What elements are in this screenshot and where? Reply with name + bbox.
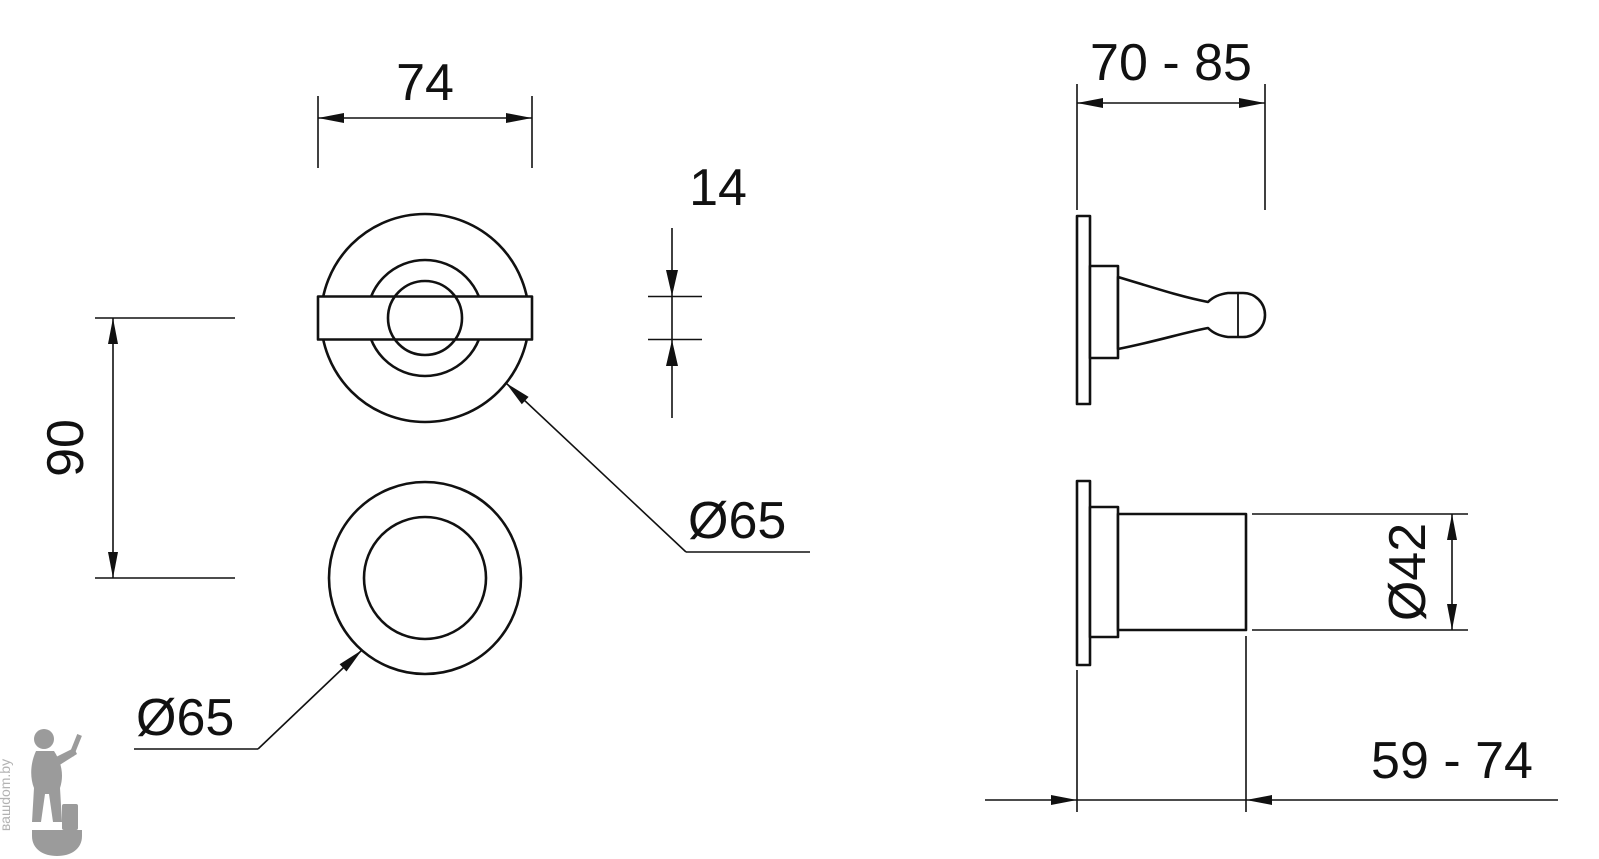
dimension-dia42: Ø42 [1252, 513, 1468, 631]
arrowhead-icon [339, 650, 362, 672]
dim-text-90: 90 [37, 419, 95, 477]
front-view-handle [316, 212, 534, 424]
plumber-logo-icon [31, 729, 82, 856]
front-view-knob [327, 480, 523, 676]
arrowhead-icon [666, 270, 678, 296]
dim-text-14: 14 [689, 159, 747, 217]
arrowhead-icon [318, 113, 344, 123]
arrowhead-icon [1051, 795, 1077, 805]
diameter-label-top: Ø65 [688, 492, 786, 550]
dim-text-74: 74 [396, 54, 454, 112]
dim-text-70-85: 70 - 85 [1090, 34, 1252, 92]
arrowhead-icon [108, 552, 118, 578]
side-view-lever [1075, 214, 1267, 406]
arrowhead-icon [506, 113, 532, 123]
arrowhead-icon [1246, 795, 1272, 805]
leader-dia65-top: Ø65 [505, 382, 810, 553]
knob-outer-circle [327, 480, 523, 676]
dimension-14: 14 [648, 159, 747, 418]
watermark-text: вашdom.by [0, 759, 13, 831]
diameter-label-42: Ø42 [1379, 523, 1437, 621]
escutcheon-base [1088, 264, 1120, 360]
dimension-59-74: 59 - 74 [985, 636, 1558, 812]
lever-profile [1116, 275, 1267, 351]
wall-plate [1075, 214, 1092, 406]
arrowhead-icon [506, 383, 529, 405]
handle-lever-bar [316, 295, 534, 341]
diameter-label-bottom: Ø65 [136, 689, 234, 747]
arrowhead-icon [108, 318, 118, 344]
arrowhead-icon [1447, 604, 1457, 630]
dimension-74: 74 [317, 54, 533, 168]
knob-inner-circle [362, 515, 488, 641]
leader-dia65-bottom: Ø65 [134, 649, 363, 750]
handle-inner-circle [386, 279, 464, 357]
dim-text-59-74: 59 - 74 [1371, 732, 1533, 790]
arrowhead-icon [1239, 98, 1265, 108]
leader-line [505, 382, 687, 553]
knob-cylinder [1116, 512, 1248, 632]
watermark: вашdom.by [0, 729, 82, 856]
wall-plate [1075, 479, 1092, 667]
dimension-70-85: 70 - 85 [1076, 34, 1266, 210]
escutcheon-base [1088, 505, 1120, 639]
side-view-knob [1075, 479, 1248, 667]
dimension-90: 90 [37, 317, 235, 579]
arrowhead-icon [666, 340, 678, 366]
arrowhead-icon [1447, 514, 1457, 540]
arrowhead-icon [1077, 98, 1103, 108]
